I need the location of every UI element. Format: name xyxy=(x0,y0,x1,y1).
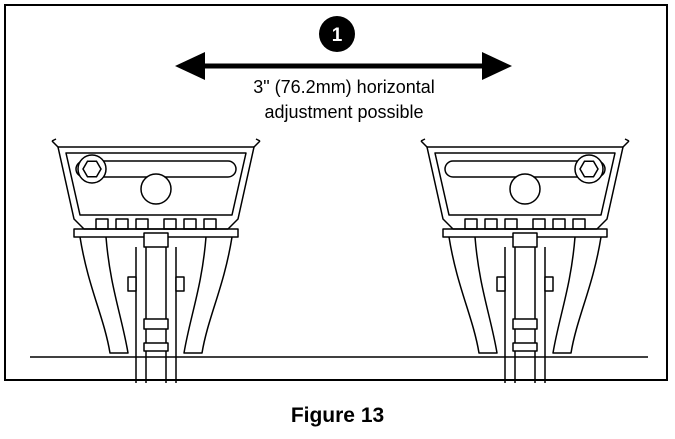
step-number-text: 1 xyxy=(332,25,343,46)
bracket-assembly-right xyxy=(420,138,630,384)
double-arrow-icon xyxy=(175,52,512,80)
annotation-line-2: adjustment possible xyxy=(264,102,423,122)
hex-bolt-icon xyxy=(574,154,604,184)
figure-frame xyxy=(4,4,668,381)
hex-bolt-icon xyxy=(77,154,107,184)
step-number-badge: 1 xyxy=(319,16,355,52)
bracket-assembly-left xyxy=(51,138,261,384)
figure-caption: Figure 13 xyxy=(290,404,385,427)
annotation-line-1: 3" (76.2mm) horizontal xyxy=(253,77,434,97)
